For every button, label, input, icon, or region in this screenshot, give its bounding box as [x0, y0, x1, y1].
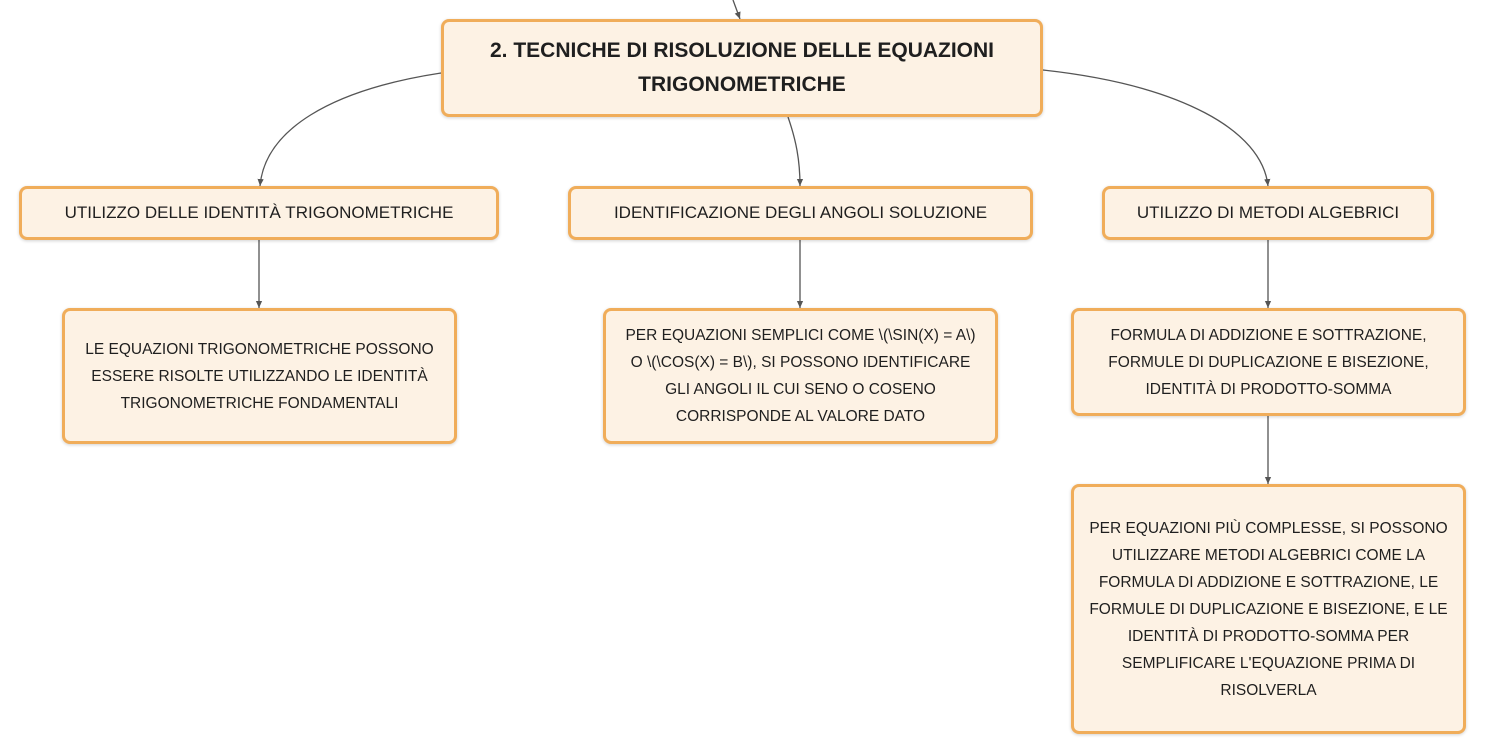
connector-root-to-identita	[257, 72, 442, 187]
leaf-text: PER EQUAZIONI SEMPLICI COME \(\SIN(X) = …	[625, 327, 976, 425]
root-title: 2. TECNICHE DI RISOLUZIONE DELLE EQUAZIO…	[489, 39, 995, 96]
branch-label: IDENTIFICAZIONE DEGLI ANGOLI SOLUZIONE	[613, 203, 988, 222]
branch-node-angoli[interactable]: IDENTIFICAZIONE DEGLI ANGOLI SOLUZIONE	[568, 186, 1033, 240]
branch-node-algebra[interactable]: UTILIZZO DI METODI ALGEBRICI	[1102, 186, 1434, 240]
root-node[interactable]: 2. TECNICHE DI RISOLUZIONE DELLE EQUAZIO…	[441, 19, 1043, 117]
branch-node-identita[interactable]: UTILIZZO DELLE IDENTITÀ TRIGONOMETRICHE	[19, 186, 499, 240]
leaf-text: LE EQUAZIONI TRIGONOMETRICHE POSSONO ESS…	[85, 340, 434, 412]
leaf-node-identita-desc[interactable]: LE EQUAZIONI TRIGONOMETRICHE POSSONO ESS…	[62, 308, 457, 444]
connector-root-to-algebra	[1042, 69, 1271, 187]
leaf-text: FORMULA DI ADDIZIONE E SOTTRAZIONE, FORM…	[1108, 326, 1429, 398]
leaf-node-algebra-formulas[interactable]: FORMULA DI ADDIZIONE E SOTTRAZIONE, FORM…	[1071, 308, 1466, 416]
connector-parent-to-root	[732, 0, 741, 20]
branch-label: UTILIZZO DELLE IDENTITÀ TRIGONOMETRICHE	[64, 203, 454, 222]
leaf-node-algebra-detail[interactable]: PER EQUAZIONI PIÙ COMPLESSE, SI POSSONO …	[1071, 484, 1466, 734]
leaf-text: PER EQUAZIONI PIÙ COMPLESSE, SI POSSONO …	[1089, 519, 1448, 699]
connector-root-to-angoli	[787, 116, 804, 187]
branch-label: UTILIZZO DI METODI ALGEBRICI	[1136, 203, 1400, 222]
leaf-node-angoli-desc[interactable]: PER EQUAZIONI SEMPLICI COME \(\SIN(X) = …	[603, 308, 998, 444]
